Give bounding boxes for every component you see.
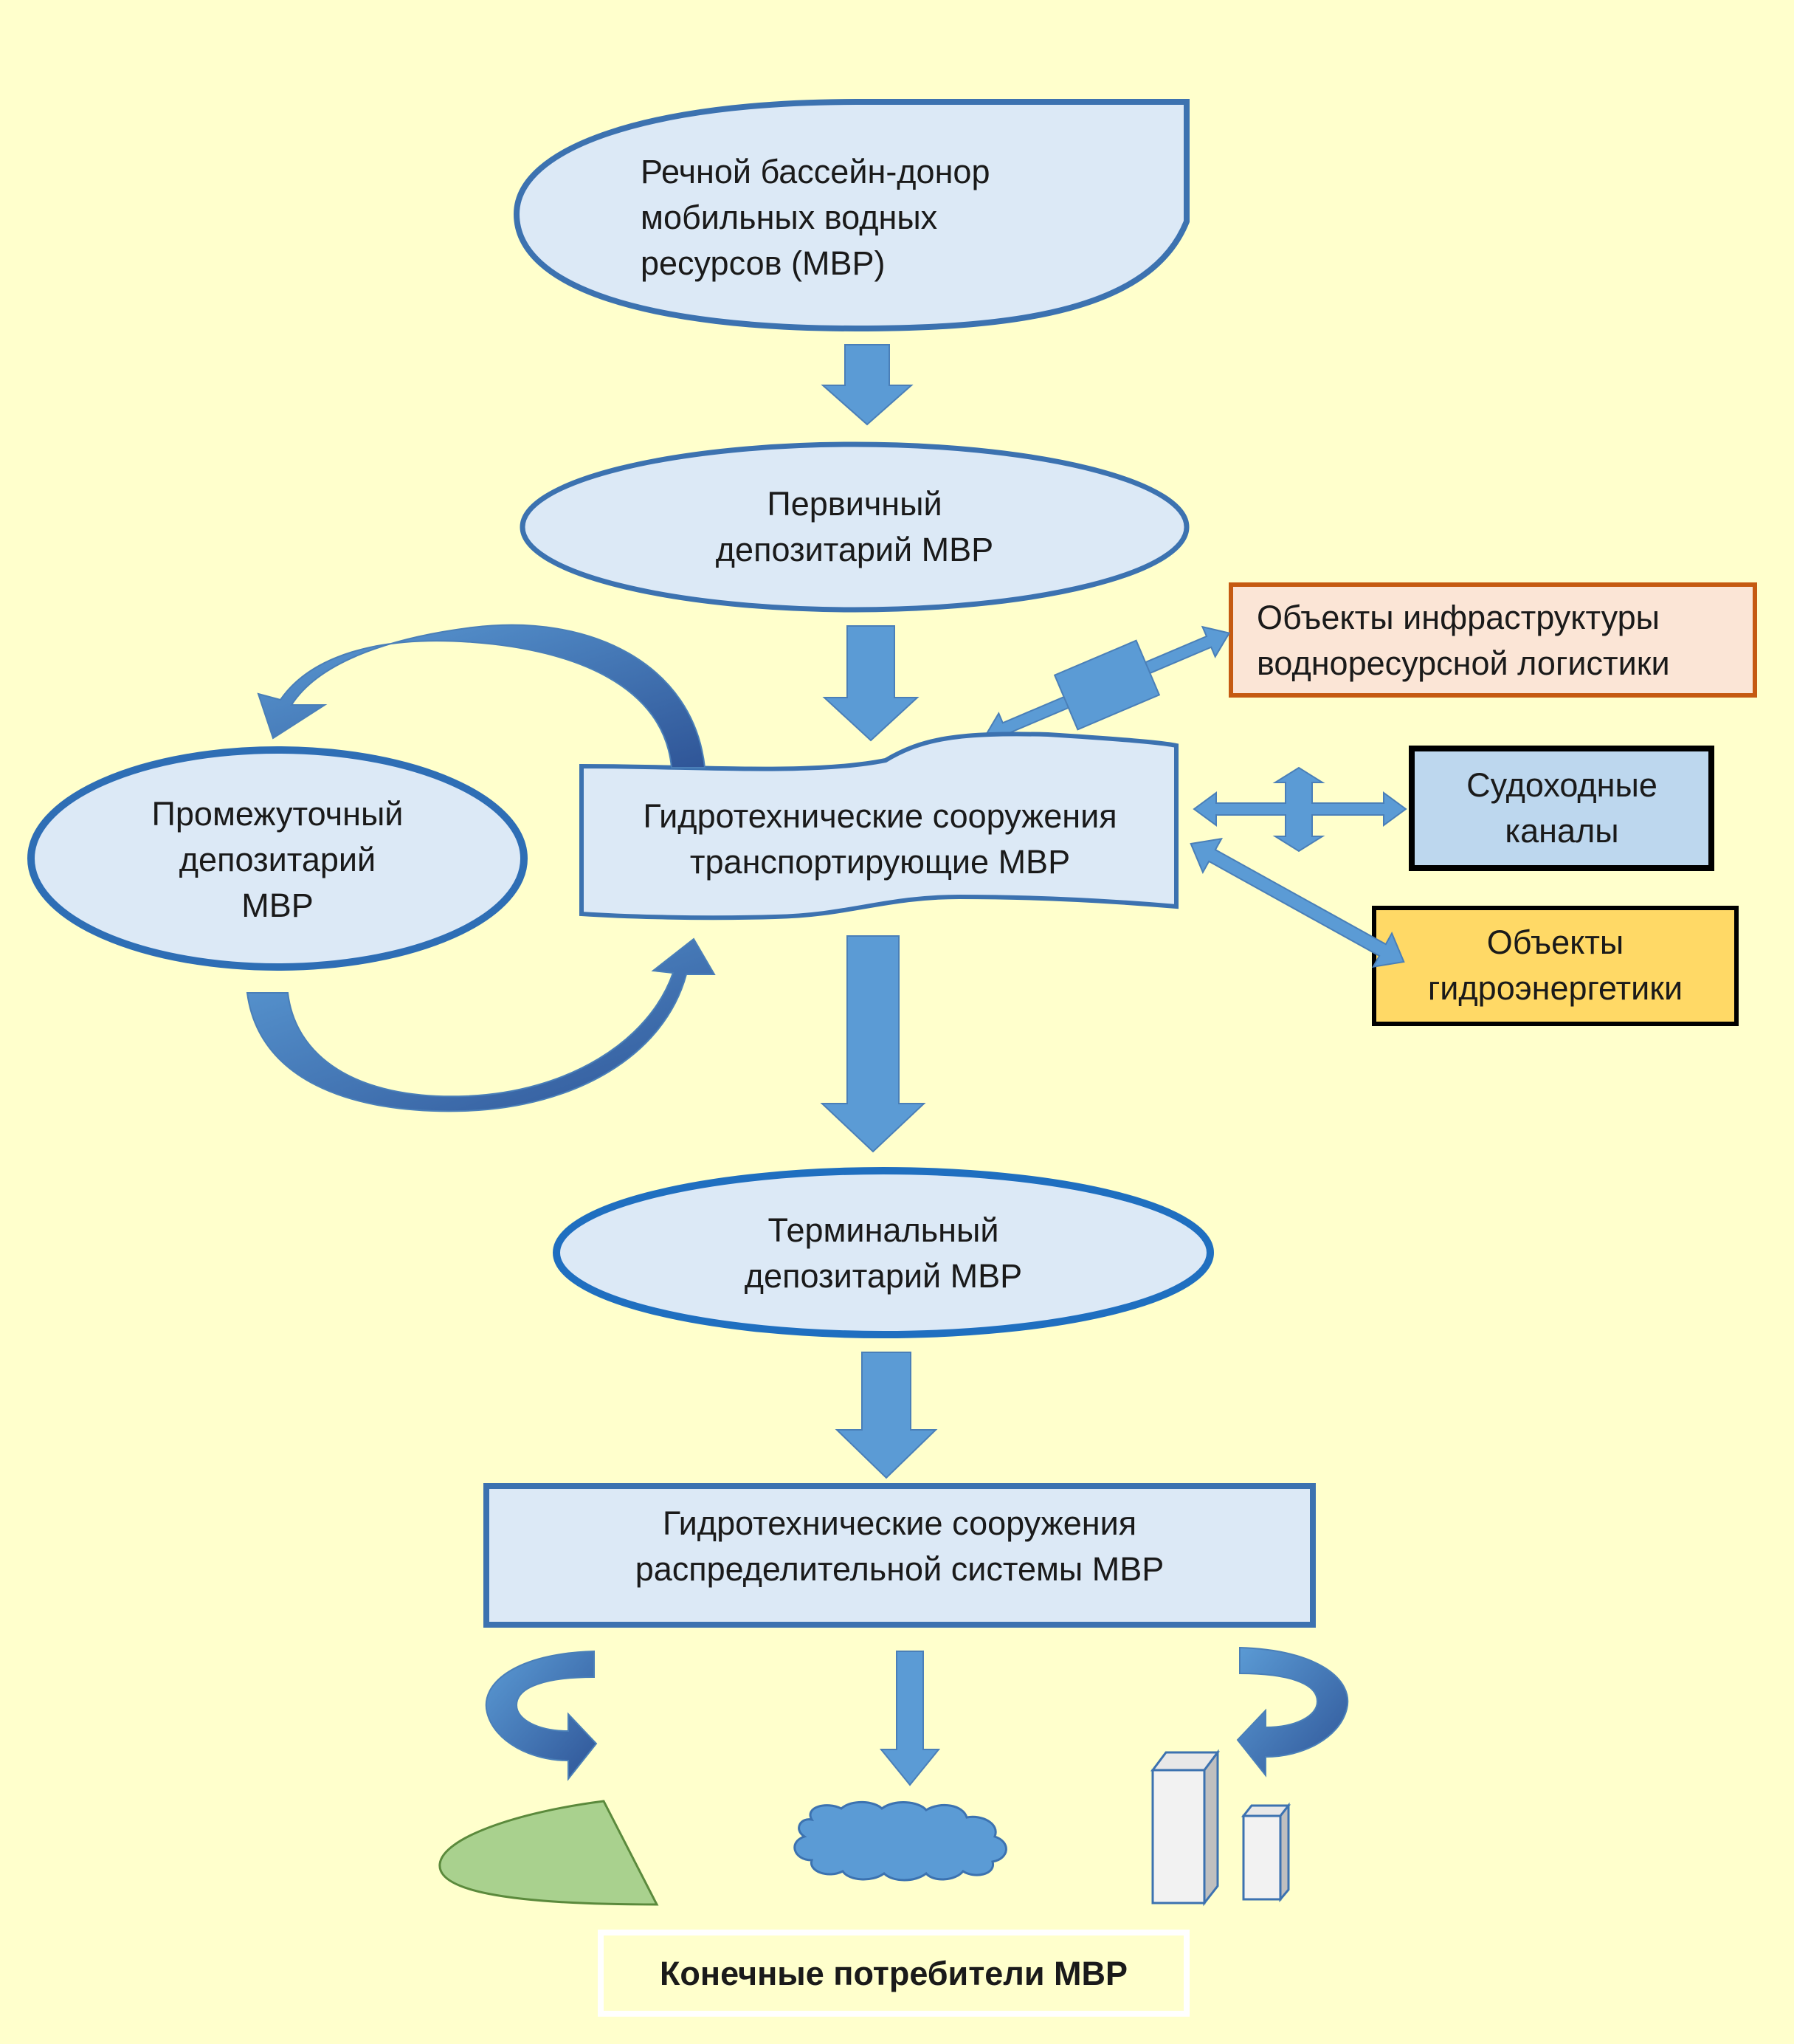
down-arrow-4 [835, 1352, 938, 1479]
curved-arrow-to-field [485, 1650, 598, 1781]
down-arrow-3 [820, 935, 926, 1153]
intermediate-depository-shape [27, 746, 528, 971]
infrastructure-double-arrow [983, 625, 1231, 745]
infrastructure-box [1229, 582, 1757, 698]
curved-arrow-to-intermediate [257, 624, 706, 768]
transport-structures-label: Гидротехнические сооружения транспортиру… [643, 797, 1117, 881]
terminal-depository-label: Терминальный депозитарий МВР [744, 1211, 1023, 1295]
hydropower-label: Объекты гидроэнергетики [1427, 923, 1683, 1007]
down-arrow-2 [822, 625, 920, 742]
primary-depository-shape [520, 441, 1190, 613]
hydropower-double-arrow [1190, 837, 1405, 968]
navigable-canals-label: Судоходные каналы [1466, 766, 1657, 850]
curved-arrow-from-intermediate [246, 937, 716, 1112]
buildings-icon [1150, 1749, 1291, 1907]
terminal-depository-shape [553, 1167, 1214, 1338]
distribution-structures-box [483, 1483, 1316, 1628]
infrastructure-label: Объекты инфраструктуры водноресурсной ло… [1257, 599, 1670, 682]
end-consumers-label: Конечные потребители МВР [659, 1955, 1128, 1992]
donor-basin-shape [513, 99, 1190, 332]
field-icon [438, 1800, 659, 1906]
curved-arrow-to-buildings [1236, 1646, 1349, 1778]
transport-structures-shape [579, 732, 1179, 921]
cloud-icon [793, 1800, 1007, 1882]
distribution-structures-label: Гидротехнические сооружения распределите… [635, 1504, 1165, 1588]
canals-four-way-arrow [1193, 766, 1407, 853]
primary-depository-label: Первичный депозитарий МВР [715, 485, 994, 568]
down-arrow-1 [821, 344, 914, 426]
donor-basin-label: Речной бассейн-донор мобильных водных ре… [641, 153, 990, 282]
end-consumers-box [598, 1930, 1190, 2017]
down-arrow-5 [879, 1651, 941, 1786]
intermediate-depository-label: Промежуточный депозитарий МВР [151, 795, 404, 924]
navigable-canals-box [1409, 746, 1714, 871]
